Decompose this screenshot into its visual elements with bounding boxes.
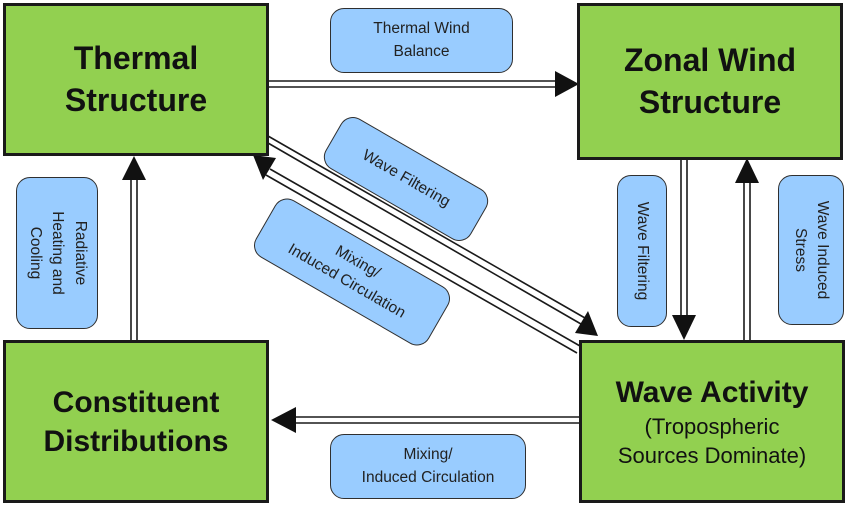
node-zonal-wind-structure-title: Zonal Wind Structure [623, 41, 797, 120]
node-wave-activity-title: Wave Activity [615, 375, 809, 409]
label-thermal-wind-balance: Thermal Wind Balance [330, 8, 513, 73]
node-constituent-distributions: Constituent Distributions [3, 340, 269, 503]
label-mixing-bottom: Mixing/ Induced Circulation [330, 434, 526, 499]
node-wave-activity-subtitle: (Tropospheric Sources Dominate) [617, 413, 807, 468]
node-constituent-distributions-title: Constituent Distributions [43, 385, 229, 458]
node-thermal-structure-title: Thermal Structure [64, 39, 208, 118]
label-wave-filtering-vertical-text: Wave Filtering [634, 201, 652, 301]
label-radiative: Radiative Heating and Cooling [16, 177, 98, 329]
label-wave-induced-stress: Wave Induced Stress [778, 175, 844, 325]
node-thermal-structure: Thermal Structure [3, 3, 269, 156]
label-mixing-bottom-text: Mixing/ Induced Circulation [361, 446, 495, 486]
arrow-constituent-to-thermal [122, 156, 146, 340]
label-radiative-text: Radiative Heating and Cooling [26, 211, 89, 295]
node-wave-activity: Wave Activity (Tropospheric Sources Domi… [579, 340, 845, 503]
arrow-zonal-to-wave [672, 160, 696, 340]
node-zonal-wind-structure: Zonal Wind Structure [577, 3, 843, 160]
label-wave-filtering-vertical: Wave Filtering [617, 175, 667, 327]
arrow-wave-to-zonal [735, 158, 759, 340]
arrow-wave-to-thermal [253, 155, 581, 354]
label-wave-induced-stress-text: Wave Induced Stress [792, 200, 832, 300]
arrow-thermal-to-zonal [268, 71, 579, 97]
arrow-thermal-to-wave [267, 135, 598, 336]
label-thermal-wind-balance-text: Thermal Wind Balance [373, 20, 470, 60]
arrow-wave-to-constituent [271, 407, 580, 433]
